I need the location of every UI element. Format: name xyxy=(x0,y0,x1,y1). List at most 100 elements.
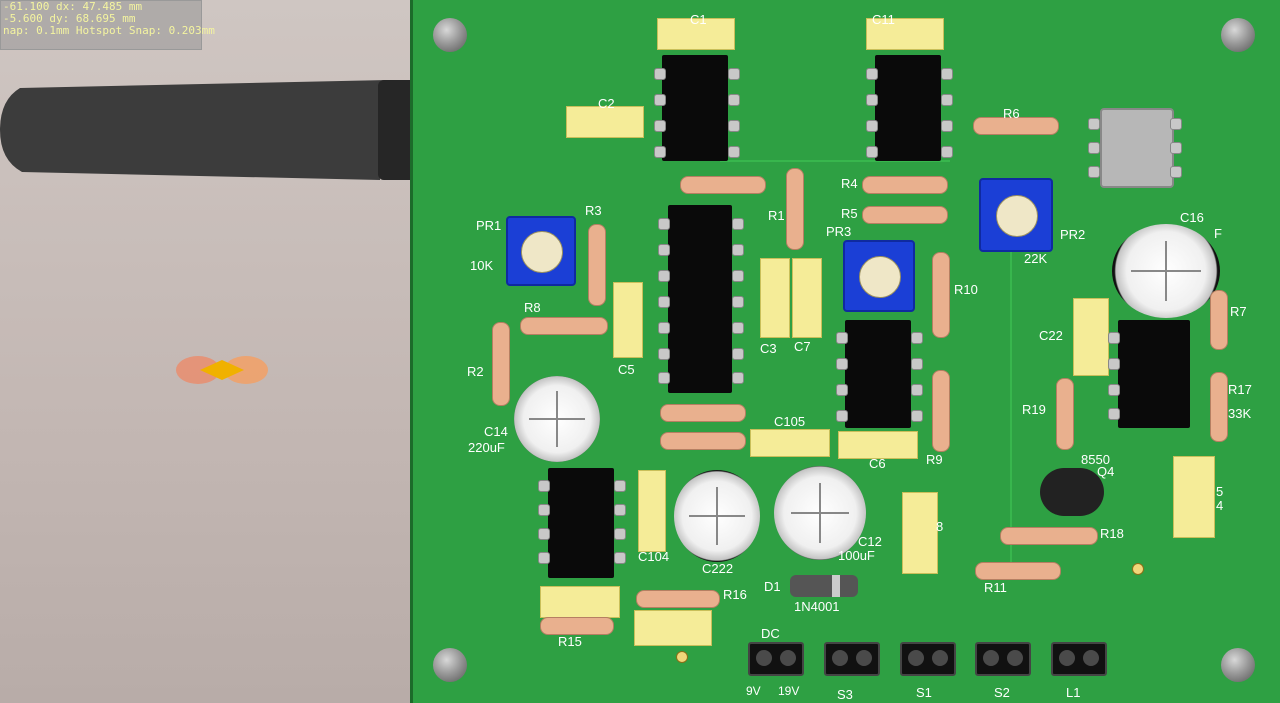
ic-pin xyxy=(866,68,878,80)
label-c104: C104 xyxy=(638,549,670,564)
label-pr3: PR3 xyxy=(826,224,852,239)
resistor-top[interactable] xyxy=(680,176,766,194)
ic-pin xyxy=(614,480,626,492)
ic-pin xyxy=(538,504,550,516)
pot-knob[interactable] xyxy=(521,231,563,273)
ic-pin xyxy=(941,120,953,132)
pot-knob[interactable] xyxy=(996,195,1038,237)
capacitor-c1[interactable] xyxy=(657,18,735,50)
label-c105: C105 xyxy=(774,414,806,429)
ic-u1[interactable] xyxy=(662,55,728,161)
capacitor-c-bottom-2[interactable] xyxy=(634,610,712,646)
header-s3[interactable] xyxy=(824,642,880,676)
resistor-r5[interactable] xyxy=(862,206,948,224)
label-c16: C16 xyxy=(1180,210,1204,225)
label-pr2: PR2 xyxy=(1060,227,1086,242)
header-s1[interactable] xyxy=(900,642,956,676)
ic-u4[interactable] xyxy=(845,320,911,428)
capacitor-c14[interactable] xyxy=(514,376,600,462)
ic-u3[interactable] xyxy=(668,205,732,393)
resistor-r11[interactable] xyxy=(975,562,1061,580)
resistor-r2[interactable] xyxy=(492,322,510,406)
label-s3: S3 xyxy=(837,687,853,702)
capacitor-c105[interactable] xyxy=(750,429,830,457)
ic-pin xyxy=(1108,408,1120,420)
label-r17-value: 33K xyxy=(1228,406,1252,421)
ic-pin xyxy=(866,120,878,132)
label-dc: DC xyxy=(761,626,780,641)
capacitor-c22[interactable] xyxy=(1073,298,1109,376)
capacitor-c2[interactable] xyxy=(566,106,644,138)
ic-pin xyxy=(658,348,670,360)
label-c4: 4 xyxy=(1216,498,1224,513)
transistor-q4[interactable] xyxy=(1040,468,1104,516)
resistor-mid-1[interactable] xyxy=(660,404,746,422)
label-pr1-value: 10K xyxy=(470,258,494,273)
readout-line-1: -61.100 dx: 47.485 mm xyxy=(3,0,143,13)
measurement-readout: -61.100 dx: 47.485 mm -5.600 dy: 68.695 … xyxy=(0,0,215,50)
capacitor-c-bottom-1[interactable] xyxy=(540,586,620,618)
capacitor-c11[interactable] xyxy=(866,18,944,50)
header-dc[interactable] xyxy=(748,642,804,676)
resistor-r10[interactable] xyxy=(932,252,950,338)
ic-pin xyxy=(658,322,670,334)
capacitor-c15[interactable] xyxy=(1173,456,1215,538)
resistor-r9[interactable] xyxy=(932,370,950,452)
label-r9: R9 xyxy=(926,452,943,467)
resistor-r16[interactable] xyxy=(636,590,720,608)
ic-pin xyxy=(941,68,953,80)
ic-u2[interactable] xyxy=(875,55,941,161)
resistor-r17[interactable] xyxy=(1210,372,1228,442)
ic-pin xyxy=(614,504,626,516)
resistor-r7[interactable] xyxy=(1210,290,1228,350)
potentiometer-pr1[interactable] xyxy=(506,216,576,286)
label-c2: C2 xyxy=(598,96,615,111)
ic-pin xyxy=(732,322,744,334)
resistor-r8[interactable] xyxy=(520,317,608,335)
ic-pin xyxy=(658,270,670,282)
capacitor-c8[interactable] xyxy=(902,492,938,574)
optocoupler[interactable] xyxy=(1100,108,1174,188)
label-c11: C11 xyxy=(872,12,895,27)
header-l1[interactable] xyxy=(1051,642,1107,676)
header-s2[interactable] xyxy=(975,642,1031,676)
solder-pad xyxy=(676,651,688,663)
resistor-r3[interactable] xyxy=(588,224,606,306)
label-r16: R16 xyxy=(723,587,747,602)
label-c14-value: 220uF xyxy=(468,440,505,455)
label-s1: S1 xyxy=(916,685,932,700)
potentiometer-pr2[interactable] xyxy=(979,178,1053,252)
label-q4-value: 8550 xyxy=(1081,452,1110,467)
resistor-r15[interactable] xyxy=(540,617,614,635)
label-r10: R10 xyxy=(954,282,978,297)
potentiometer-pr3[interactable] xyxy=(843,240,915,312)
capacitor-c16[interactable] xyxy=(1112,224,1220,318)
pot-knob[interactable] xyxy=(859,256,901,298)
ic-pin xyxy=(732,348,744,360)
capacitor-c6[interactable] xyxy=(838,431,918,459)
ic-pin xyxy=(658,244,670,256)
capacitor-c5[interactable] xyxy=(613,282,643,358)
capacitor-c222[interactable] xyxy=(674,470,760,562)
label-r5: R5 xyxy=(841,206,858,221)
resistor-r1[interactable] xyxy=(786,168,804,250)
label-r3: R3 xyxy=(585,203,602,218)
resistor-r6[interactable] xyxy=(973,117,1059,135)
diode-d1[interactable] xyxy=(790,575,858,597)
ic-pin xyxy=(1108,384,1120,396)
capacitor-c3[interactable] xyxy=(760,258,790,338)
ic-pin xyxy=(1108,358,1120,370)
label-r19: R19 xyxy=(1022,402,1046,417)
resistor-r19[interactable] xyxy=(1056,378,1074,450)
ic-pin xyxy=(1088,166,1100,178)
capacitor-c12[interactable] xyxy=(774,466,866,560)
capacitor-c7[interactable] xyxy=(792,258,822,338)
capacitor-c104[interactable] xyxy=(638,470,666,552)
label-c15: 5 xyxy=(1216,484,1224,499)
ic-u5[interactable] xyxy=(1118,320,1190,428)
resistor-r4[interactable] xyxy=(862,176,948,194)
resistor-r18[interactable] xyxy=(1000,527,1098,545)
ic-u6[interactable] xyxy=(548,468,614,578)
label-d1-value: 1N4001 xyxy=(794,599,840,614)
resistor-mid-2[interactable] xyxy=(660,432,746,450)
